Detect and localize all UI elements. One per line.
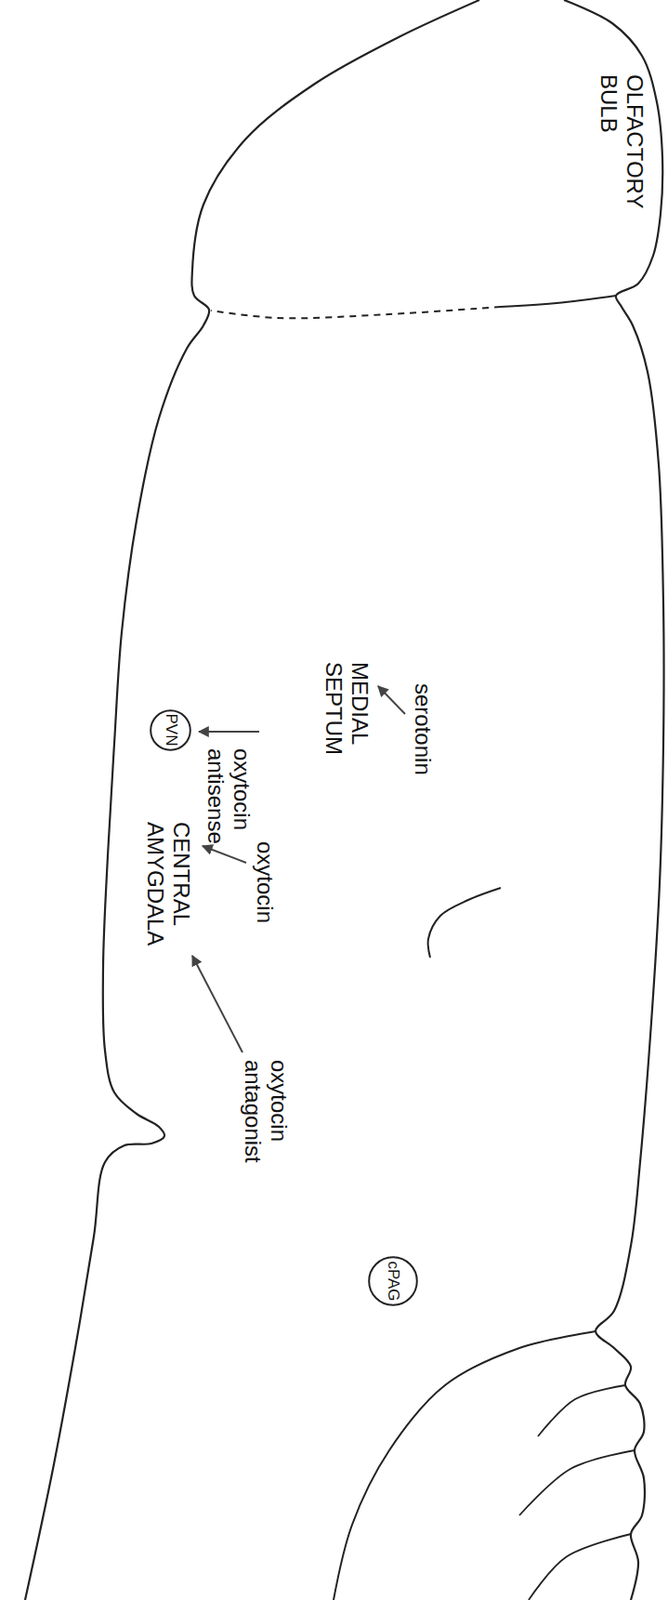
- bulb-boundary: [500, 295, 616, 307]
- cortex-curve: [428, 887, 501, 957]
- region-label: MEDIAL SEPTUM: [321, 661, 373, 755]
- substance-label: oxytocin: [251, 840, 278, 923]
- injection-arrow: [192, 955, 243, 1052]
- nucleus-name: PVN: [162, 713, 181, 747]
- region-label: CENTRAL AMYGDALA: [143, 821, 195, 945]
- cerebellum-folium: [537, 1384, 626, 1436]
- substance-label: serotonin: [409, 682, 436, 775]
- substance-label: oxytocin antagonist: [240, 1059, 292, 1163]
- nucleus-circle: PVN: [150, 708, 193, 751]
- circle-shape: [368, 1256, 418, 1305]
- brain-outline-ventral: [25, 0, 480, 1599]
- nucleus-name: cPAG: [384, 1259, 403, 1300]
- cerebellum-folium: [519, 1449, 635, 1515]
- cerebellum-folium: [528, 1532, 631, 1599]
- bulb-boundary-dashed: [210, 306, 501, 318]
- circle-shape: [151, 709, 192, 750]
- substance-label: oxytocin antisense: [203, 747, 255, 844]
- injection-arrow: [202, 845, 247, 863]
- injection-arrow: [198, 730, 260, 733]
- brain-outline-dorsal: [563, 0, 665, 1599]
- region-label: OLFACTORY BULB: [596, 74, 648, 209]
- injection-arrow: [378, 685, 406, 714]
- cerebellum-boundary: [333, 1330, 596, 1599]
- nucleus-circle: cPAG: [367, 1255, 419, 1306]
